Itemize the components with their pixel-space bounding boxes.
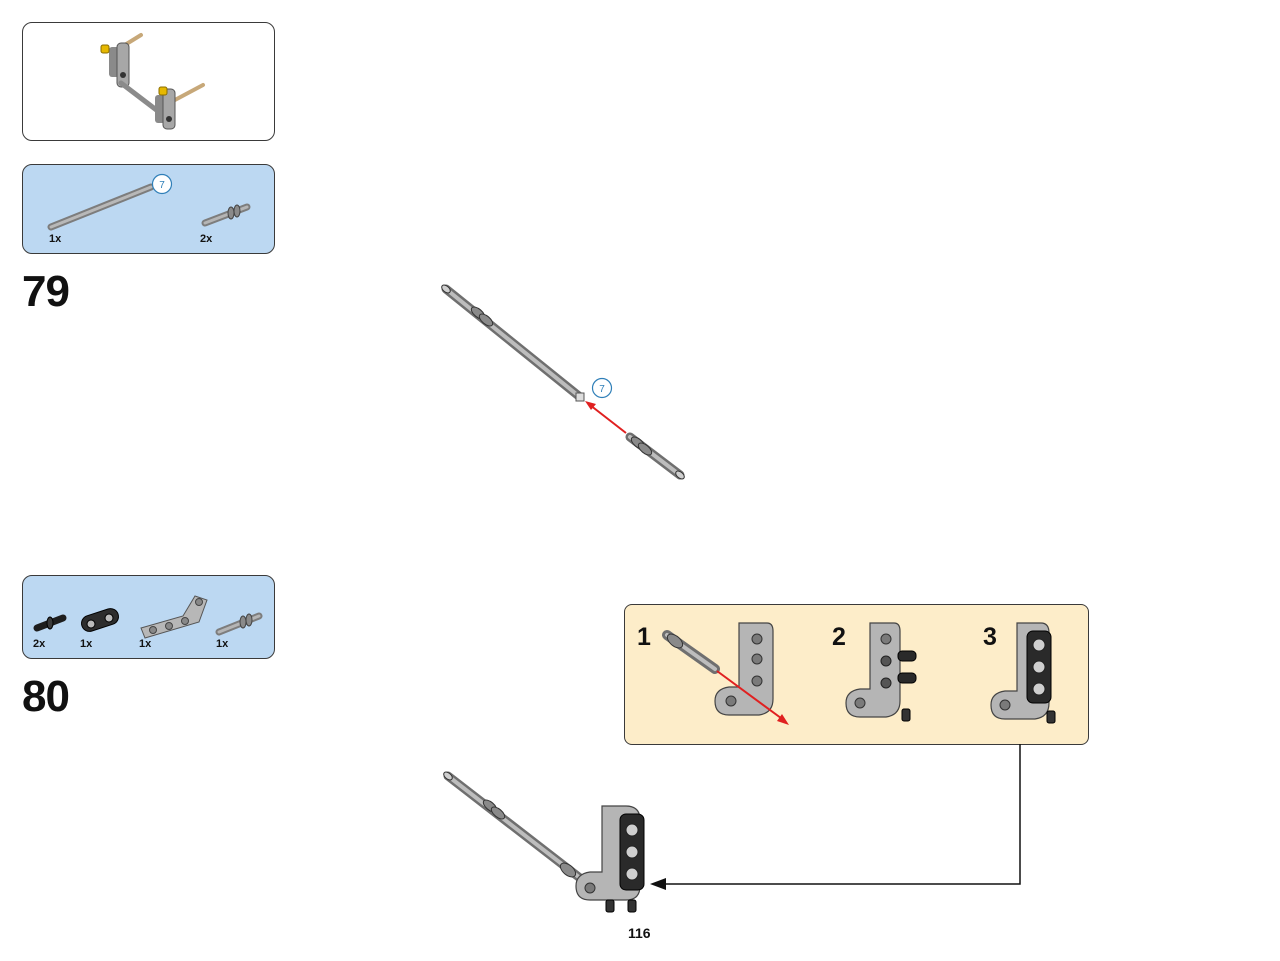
substep-2-illustration — [845, 622, 917, 722]
axle-part-icon — [47, 183, 251, 231]
part-qty-black-pin: 2x — [33, 638, 46, 650]
model-length-badge: 7 — [591, 377, 613, 399]
step-number-80: 80 — [22, 672, 70, 721]
substep-callout-arrow — [650, 744, 1021, 890]
part-qty-pin-axle: 1x — [216, 638, 229, 650]
part-qty-connector: 1x — [80, 638, 93, 650]
model-length-badge-text: 7 — [599, 384, 605, 395]
part-qty-angled-beam: 1x — [139, 638, 152, 650]
length-badge: 7 — [151, 173, 173, 195]
step-number-79: 79 — [22, 267, 70, 316]
parts-list-step-79: 7 1x 2x — [22, 164, 275, 254]
step-79-illustration — [441, 284, 685, 480]
substep-number-1: 1 — [637, 623, 651, 651]
substep-number-3: 3 — [983, 623, 997, 651]
part-qty-axle: 1x — [49, 233, 62, 245]
part-qty-pin: 2x — [200, 233, 213, 245]
step-80-illustration — [443, 771, 645, 913]
length-badge-text: 7 — [159, 180, 165, 191]
substep-3-illustration — [990, 622, 1056, 724]
parts-list-step-80: 2x 1x 1x 1x — [22, 575, 275, 659]
substep-1-illustration — [662, 622, 789, 725]
step-80-parts-icons — [33, 595, 263, 639]
preview-model-illustration — [100, 33, 205, 130]
substep-panel: 1 2 3 — [624, 604, 1089, 745]
substep-number-2: 2 — [832, 623, 846, 651]
page-number: 116 — [628, 925, 651, 941]
preview-model-box — [22, 22, 275, 141]
